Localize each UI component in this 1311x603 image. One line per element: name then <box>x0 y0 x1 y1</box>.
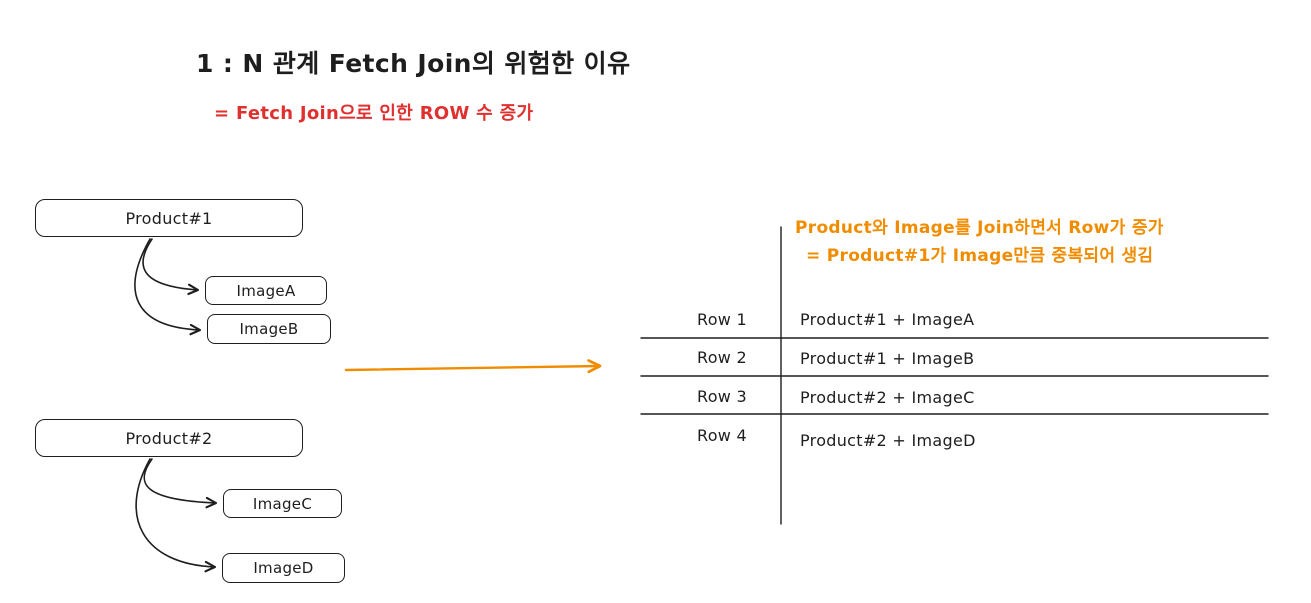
diagram-title: 1 : N 관계 Fetch Join의 위험한 이유 <box>196 49 631 78</box>
arrow-product1-to-imagea <box>142 238 200 296</box>
diagram-subtitle: = Fetch Join으로 인한 ROW 수 증가 <box>214 103 534 124</box>
image-box-c: ImageC <box>223 489 342 518</box>
product-box-1: Product#1 <box>35 199 303 237</box>
table-row-3-value: Product#2 + ImageC <box>800 388 975 407</box>
image-label-b: ImageB <box>239 320 299 338</box>
table-row-1-label: Row 1 <box>697 310 748 329</box>
table-row-1-value: Product#1 + ImageA <box>800 310 975 329</box>
table-row-4-value: Product#2 + ImageD <box>800 431 976 450</box>
join-arrow <box>344 359 602 374</box>
table-row-4-label: Row 4 <box>697 426 748 445</box>
table-row-2-value: Product#1 + ImageB <box>800 349 975 368</box>
image-box-a: ImageA <box>205 276 327 305</box>
product-label-1: Product#1 <box>125 208 213 228</box>
image-label-d: ImageD <box>253 559 314 577</box>
arrow-product2-to-imagec <box>143 458 218 509</box>
image-box-b: ImageB <box>207 314 331 344</box>
table-row-3-label: Row 3 <box>697 387 748 406</box>
arrow-product2-to-imaged <box>135 458 217 573</box>
annotation-line-1: Product와 Image를 Join하면서 Row가 증가 <box>795 218 1164 238</box>
image-label-c: ImageC <box>252 494 313 513</box>
product-box-2: Product#2 <box>35 419 303 457</box>
image-label-a: ImageA <box>236 281 296 300</box>
table-row-2-label: Row 2 <box>697 348 748 367</box>
product-label-2: Product#2 <box>125 428 213 448</box>
image-box-d: ImageD <box>222 553 345 583</box>
arrow-product1-to-imageb <box>134 238 202 336</box>
annotation-line-2: = Product#1가 Image만큼 중복되어 생김 <box>806 246 1154 266</box>
